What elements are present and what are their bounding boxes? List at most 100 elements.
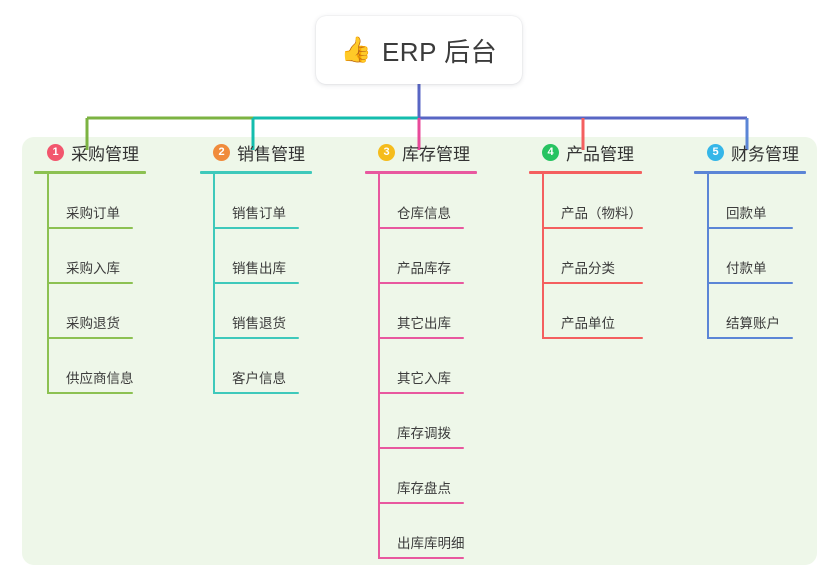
- leaf-node[interactable]: 产品（物料）: [543, 174, 689, 229]
- leaf-node-label: 库存调拨: [397, 426, 451, 441]
- leaf-node[interactable]: 结算账户: [708, 284, 839, 339]
- leaf-node-label: 销售订单: [232, 206, 286, 221]
- branch-title-1: 采购管理: [71, 144, 139, 164]
- branch-badge-icon-2: 2: [213, 143, 230, 161]
- branch-header-rule-5: [694, 171, 806, 174]
- branch-header-5[interactable]: 5 财务管理: [694, 137, 839, 167]
- leaf-node-label: 客户信息: [232, 371, 286, 386]
- branch-header-rule-1: [34, 171, 146, 174]
- leaf-node-label: 产品库存: [397, 261, 451, 276]
- leaf-node-rule: [214, 227, 299, 229]
- branch-header-rule-2: [200, 171, 312, 174]
- leaf-node[interactable]: 客户信息: [214, 339, 350, 394]
- leaf-node[interactable]: 其它出库: [379, 284, 520, 339]
- branch-title-4: 产品管理: [566, 144, 634, 164]
- branch-column-5: 5 财务管理回款单付款单结算账户: [694, 137, 839, 339]
- branch-spine-3: [378, 174, 380, 559]
- leaf-node-rule: [48, 392, 133, 394]
- leaf-node[interactable]: 产品单位: [543, 284, 689, 339]
- leaf-node-rule: [379, 502, 464, 504]
- branch-spine-5: [707, 174, 709, 339]
- branch-title-5: 财务管理: [731, 144, 799, 164]
- leaf-node-rule: [379, 282, 464, 284]
- branch-header-3[interactable]: 3 库存管理: [365, 137, 520, 167]
- leaf-node[interactable]: 付款单: [708, 229, 839, 284]
- leaf-node[interactable]: 采购退货: [48, 284, 184, 339]
- leaf-node-rule: [379, 227, 464, 229]
- leaf-node-label: 采购订单: [66, 206, 120, 221]
- leaf-node-rule: [379, 447, 464, 449]
- leaf-node[interactable]: 产品分类: [543, 229, 689, 284]
- leaf-node-rule: [379, 557, 464, 559]
- leaf-node-rule: [214, 392, 299, 394]
- leaf-node-label: 销售出库: [232, 261, 286, 276]
- branch-badge-icon-3: 3: [378, 143, 395, 161]
- branch-column-3: 3 库存管理仓库信息产品库存其它出库其它入库库存调拨库存盘点出库库明细: [365, 137, 520, 559]
- leaf-node-label: 产品单位: [561, 316, 615, 331]
- branch-title-2: 销售管理: [237, 144, 305, 164]
- root-node-card[interactable]: 👍 ERP 后台: [316, 16, 522, 84]
- leaf-node-label: 库存盘点: [397, 481, 451, 496]
- leaf-node-label: 结算账户: [726, 316, 780, 331]
- branch-children-4: 产品（物料） 产品分类产品单位: [529, 174, 689, 339]
- leaf-node-rule: [48, 282, 133, 284]
- leaf-node-rule: [708, 337, 793, 339]
- leaf-node-rule: [48, 337, 133, 339]
- leaf-node-label: 采购退货: [66, 316, 120, 331]
- leaf-node-label: 出库库明细: [397, 536, 465, 551]
- branch-column-1: 1 采购管理采购订单采购入库采购退货供应商信息: [34, 137, 184, 394]
- leaf-node-rule: [708, 227, 793, 229]
- leaf-node-rule: [543, 282, 643, 284]
- leaf-node-label: 付款单: [726, 261, 767, 276]
- leaf-node[interactable]: 库存调拨: [379, 394, 520, 449]
- leaf-node-label: 供应商信息: [66, 371, 134, 386]
- leaf-node-label: 其它出库: [397, 316, 451, 331]
- branch-header-rule-3: [365, 171, 477, 174]
- branch-title-3: 库存管理: [402, 144, 470, 164]
- branch-children-1: 采购订单采购入库采购退货供应商信息: [34, 174, 184, 394]
- leaf-node[interactable]: 产品库存: [379, 229, 520, 284]
- leaf-node-label: 销售退货: [232, 316, 286, 331]
- leaf-node-rule: [543, 337, 643, 339]
- leaf-node-rule: [48, 227, 133, 229]
- leaf-node-rule: [379, 337, 464, 339]
- leaf-node[interactable]: 销售退货: [214, 284, 350, 339]
- leaf-node-rule: [543, 227, 643, 229]
- branch-badge-icon-1: 1: [47, 143, 64, 161]
- branch-spine-4: [542, 174, 544, 339]
- leaf-node[interactable]: 回款单: [708, 174, 839, 229]
- leaf-node[interactable]: 采购订单: [48, 174, 184, 229]
- branch-children-3: 仓库信息产品库存其它出库其它入库库存调拨库存盘点出库库明细: [365, 174, 520, 559]
- leaf-node-rule: [214, 282, 299, 284]
- leaf-node[interactable]: 仓库信息: [379, 174, 520, 229]
- leaf-node-label: 采购入库: [66, 261, 120, 276]
- branch-badge-icon-5: 5: [707, 143, 724, 161]
- leaf-node-label: 其它入库: [397, 371, 451, 386]
- leaf-node-label: 产品分类: [561, 261, 615, 276]
- branch-header-4[interactable]: 4 产品管理: [529, 137, 689, 167]
- branch-column-4: 4 产品管理产品（物料） 产品分类产品单位: [529, 137, 689, 339]
- root-node-title: ERP 后台: [381, 36, 498, 67]
- branch-header-2[interactable]: 2 销售管理: [200, 137, 350, 167]
- leaf-node-label: 仓库信息: [397, 206, 451, 221]
- leaf-node[interactable]: 销售出库: [214, 229, 350, 284]
- leaf-node-label: 产品（物料）: [561, 206, 642, 221]
- diagram-panel: [22, 137, 817, 565]
- branch-children-2: 销售订单销售出库销售退货客户信息: [200, 174, 350, 394]
- leaf-node[interactable]: 库存盘点: [379, 449, 520, 504]
- branch-spine-2: [213, 174, 215, 394]
- leaf-node[interactable]: 采购入库: [48, 229, 184, 284]
- leaf-node[interactable]: 销售订单: [214, 174, 350, 229]
- leaf-node[interactable]: 其它入库: [379, 339, 520, 394]
- branch-column-2: 2 销售管理销售订单销售出库销售退货客户信息: [200, 137, 350, 394]
- branch-header-1[interactable]: 1 采购管理: [34, 137, 184, 167]
- branch-children-5: 回款单付款单结算账户: [694, 174, 839, 339]
- leaf-node-rule: [379, 392, 464, 394]
- thumbs-up-icon: 👍: [340, 35, 372, 64]
- leaf-node-label: 回款单: [726, 206, 767, 221]
- leaf-node[interactable]: 供应商信息: [48, 339, 184, 394]
- branch-badge-icon-4: 4: [542, 143, 559, 161]
- leaf-node[interactable]: 出库库明细: [379, 504, 520, 559]
- leaf-node-rule: [708, 282, 793, 284]
- leaf-node-rule: [214, 337, 299, 339]
